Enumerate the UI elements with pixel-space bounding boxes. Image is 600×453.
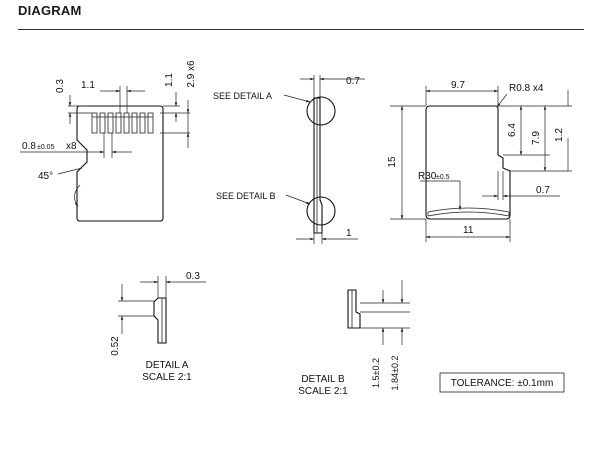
front-view: 0.3 1.1 1.1 2.9 x6 0.8 ±0.05 x8 45° (20, 60, 197, 222)
detail-a-height: 0.52 (110, 336, 121, 356)
detail-a-title: DETAIL A (146, 360, 189, 371)
dim-notch-right: 1.2 (554, 128, 565, 142)
dim-contact-width: 1.1 (81, 80, 95, 91)
dim-pitch-count: x8 (66, 141, 77, 152)
card-back-outline (425, 105, 511, 220)
diagram-heading: DIAGRAM (18, 3, 82, 18)
dim-back-height: 15 (387, 156, 398, 168)
card-front-outline (76, 105, 164, 222)
detail-b-scale: SCALE 2:1 (298, 386, 348, 397)
tolerance-label: TOLERANCE: ±0.1mm (451, 378, 554, 389)
contact-pads (91, 112, 154, 134)
detail-b-dim-a: 1.5±0.2 (371, 358, 381, 388)
dim-contact-height: 2.9 x6 (186, 60, 197, 88)
dim-notch-radius: R30 (418, 171, 437, 182)
dim-contact-gap: 0.3 (55, 79, 66, 93)
detail-b: 1.5±0.2 1.84±0.2 DETAIL B SCALE 2:1 (298, 280, 410, 397)
dim-notch-width: 0.7 (536, 185, 550, 196)
dim-side-bottom: 1 (346, 228, 352, 239)
heading-rule (18, 29, 584, 30)
dim-back-width-bottom: 11 (463, 225, 474, 236)
dim-notch-radius-tol: ±0.5 (436, 174, 450, 181)
detail-a-circle (306, 96, 336, 126)
dim-pitch-value: 0.8 (22, 141, 36, 152)
see-detail-b: SEE DETAIL B (216, 191, 276, 201)
detail-a: 0.3 0.52 DETAIL A SCALE 2:1 (110, 271, 206, 383)
dim-notch-bottom: 7.9 (531, 131, 542, 145)
dim-pitch-tol: ±0.05 (37, 144, 55, 151)
dim-back-width-top: 9.7 (451, 80, 465, 91)
dim-chamfer-angle: 45° (38, 171, 53, 182)
detail-b-circle (306, 196, 336, 226)
see-detail-a: SEE DETAIL A (213, 91, 272, 101)
dim-notch-depth: 6.4 (507, 123, 518, 137)
dim-side-top: 0.7 (346, 76, 360, 87)
card-side-outline (313, 97, 323, 234)
side-view: SEE DETAIL A SEE DETAIL B 0.7 1 (213, 75, 365, 244)
tolerance-box: TOLERANCE: ±0.1mm (439, 372, 565, 393)
detail-b-title: DETAIL B (301, 374, 345, 385)
detail-a-scale: SCALE 2:1 (142, 372, 192, 383)
back-view: 9.7 R0.8 x4 15 6.4 7.9 1.2 R30 ±0.5 0.7 … (387, 80, 572, 242)
detail-a-width: 0.3 (186, 271, 200, 282)
dim-corner-radius: R0.8 x4 (509, 83, 544, 94)
dim-contact-top: 1.1 (164, 73, 175, 87)
detail-b-dim-b: 1.84±0.2 (390, 356, 400, 391)
